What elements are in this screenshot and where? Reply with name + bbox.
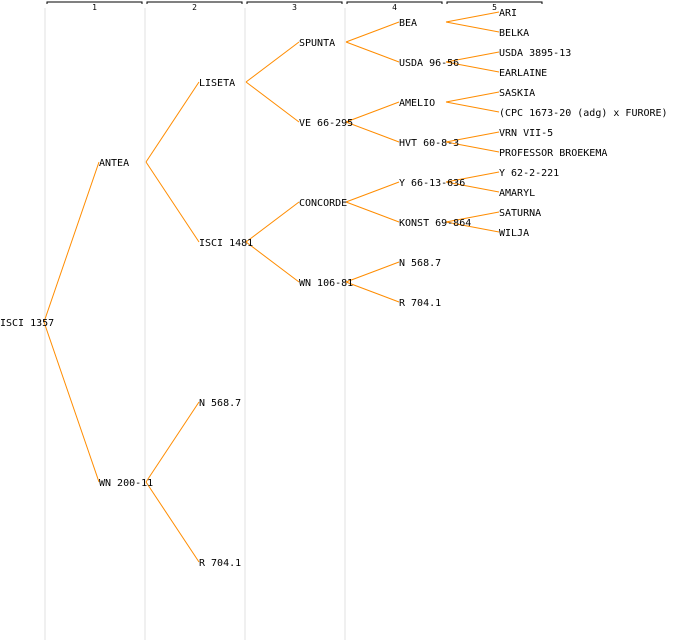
node-y-66-13-636[interactable]: Y 66-13-636 [399,178,465,189]
column-bands [44,8,346,640]
column-band-4 [344,8,346,640]
pedigree-edges [43,11,500,563]
generation-number-2: 2 [192,3,197,12]
generation-bracket-3 [246,1,343,4]
edge-professor-broekema [445,141,500,153]
generation-bracket-5 [446,1,543,4]
edge-saturna [445,211,500,223]
node-belka[interactable]: BELKA [499,28,529,39]
edge-isci-1481 [145,161,200,243]
edge-n-568-7 [345,261,400,283]
edge-y-62-2-221 [445,171,500,183]
generation-number-4: 4 [392,3,397,12]
generation-number-3: 3 [292,3,297,12]
node-wilja[interactable]: WILJA [499,228,529,239]
generation-bracket-1 [46,1,143,4]
edge-earlaine [445,61,500,73]
node-isci-1481[interactable]: ISCI 1481 [199,238,253,249]
node-ve-66-295[interactable]: VE 66-295 [299,118,353,129]
edge-wn-106-81 [245,241,300,283]
node-earlaine[interactable]: EARLAINE [499,68,547,79]
node-bea[interactable]: BEA [399,18,417,29]
edge-liseta [145,81,200,163]
node-spunta[interactable]: SPUNTA [299,38,335,49]
edge-r-704-1 [345,281,400,303]
node-amelio[interactable]: AMELIO [399,98,435,109]
node-cpc-1673-20-adg-x-furore[interactable]: (CPC 1673-20 (adg) x FURORE) [499,108,668,119]
node-r-704-1[interactable]: R 704.1 [199,558,241,569]
edge-wilja [445,221,500,233]
node-n-568-7[interactable]: N 568.7 [199,398,241,409]
node-konst-69-864[interactable]: KONST 69-864 [399,218,471,229]
column-band-3 [244,8,246,640]
generation-header: 1 2 3 4 5 [46,1,543,12]
edge-y-66-13-636 [345,181,400,203]
edge-konst-69-864 [345,201,400,223]
edge-saskia [445,91,500,103]
generation-number-5: 5 [492,3,497,12]
generation-bracket-4 [346,1,443,4]
edge-amaryl [445,181,500,193]
node-isci-1357[interactable]: ISCI 1357 [0,318,54,329]
node-y-62-2-221[interactable]: Y 62-2-221 [499,168,559,179]
edge-spunta [245,41,300,83]
node-hvt-60-8-3[interactable]: HVT 60-8-3 [399,138,459,149]
node-concorde[interactable]: CONCORDE [299,198,347,209]
generation-bracket-2 [146,1,243,4]
edge-vrn-vii-5 [445,131,500,143]
edge-r-704-1 [145,481,200,563]
edge-belka [445,21,500,33]
node-usda-96-56[interactable]: USDA 96-56 [399,58,459,69]
edge-usda-96-56 [345,41,400,63]
edge-bea [345,21,400,43]
edge-concorde [245,201,300,243]
node-antea[interactable]: ANTEA [99,158,129,169]
node-saskia[interactable]: SASKIA [499,88,535,99]
node-liseta[interactable]: LISETA [199,78,235,89]
node-vrn-vii-5[interactable]: VRN VII-5 [499,128,553,139]
edge-amelio [345,101,400,123]
node-professor-broekema[interactable]: PROFESSOR BROEKEMA [499,148,607,159]
node-ari[interactable]: ARI [499,8,517,19]
edge-hvt-60-8-3 [345,121,400,143]
node-n-568-7[interactable]: N 568.7 [399,258,441,269]
edge-ari [445,11,500,23]
node-wn-106-81[interactable]: WN 106-81 [299,278,353,289]
edge--cpc-1673-20-adg-x-furore- [445,101,500,113]
edge-usda-3895-13 [445,51,500,63]
edge-antea [43,161,100,323]
edge-ve-66-295 [245,81,300,123]
edge-n-568-7 [145,401,200,483]
edge-wn-200-11 [43,321,100,483]
generation-number-1: 1 [92,3,97,12]
column-band-2 [144,8,146,640]
node-wn-200-11[interactable]: WN 200-11 [99,478,153,489]
node-saturna[interactable]: SATURNA [499,208,541,219]
node-r-704-1[interactable]: R 704.1 [399,298,441,309]
node-usda-3895-13[interactable]: USDA 3895-13 [499,48,571,59]
node-amaryl[interactable]: AMARYL [499,188,535,199]
